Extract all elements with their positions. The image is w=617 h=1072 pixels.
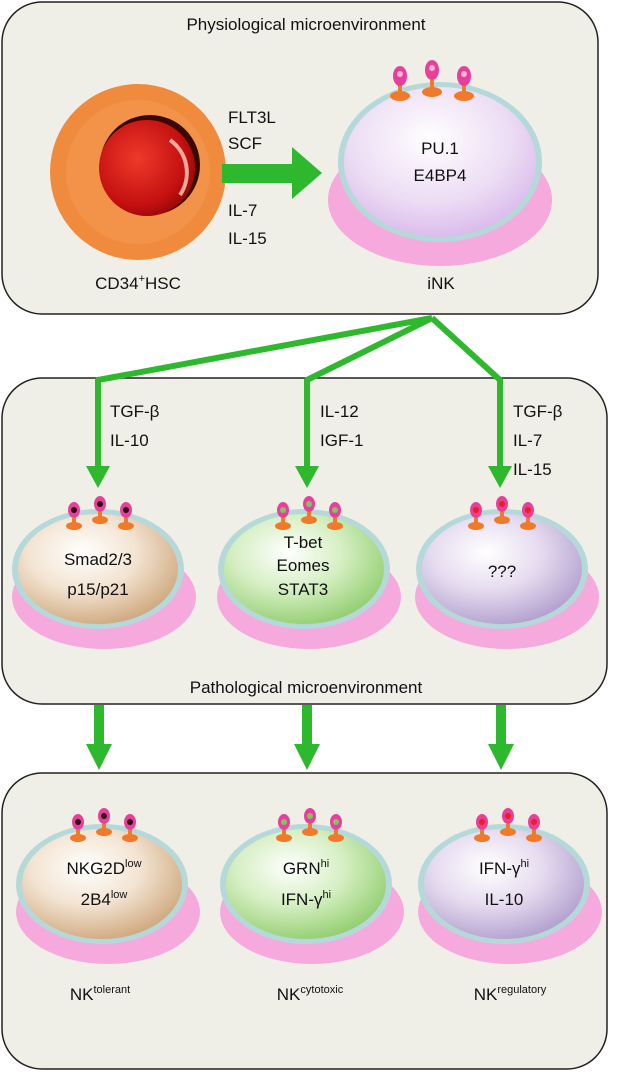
receptor-icon bbox=[474, 814, 490, 842]
tolerant-marker-2: 2B4low bbox=[81, 889, 128, 909]
receptor-icon bbox=[494, 496, 510, 524]
tan-cell-line-1: Smad2/3 bbox=[64, 550, 132, 569]
receptor-icon bbox=[276, 814, 292, 842]
receptor-icon bbox=[66, 502, 82, 530]
hsc-to-ink-arrow bbox=[222, 147, 322, 199]
green-cell-line-1: T-bet bbox=[284, 533, 323, 552]
receptor-cluster-5 bbox=[276, 808, 344, 842]
branch3-signal-1: TGF-β bbox=[513, 402, 563, 421]
receptor-icon bbox=[301, 496, 317, 524]
receptor-icon bbox=[118, 502, 134, 530]
intermediate-cell-green bbox=[217, 509, 401, 649]
pathological-title: Pathological microenvironment bbox=[190, 678, 423, 697]
branch3-signal-3: IL-15 bbox=[513, 460, 552, 479]
factor-flt3l: FLT3L bbox=[228, 108, 276, 127]
receptor-icon bbox=[328, 814, 344, 842]
receptor-icon bbox=[275, 502, 291, 530]
intermediate-cell-tan bbox=[12, 509, 196, 649]
nk-cytotoxic-label: NKcytotoxic bbox=[277, 984, 344, 1004]
receptor-cluster-6 bbox=[474, 808, 542, 842]
branch2-signal-1: IL-12 bbox=[320, 402, 359, 421]
intermediate-cell-purple bbox=[415, 509, 599, 649]
branch-arrowhead-1 bbox=[86, 466, 110, 488]
branch1-signal-1: TGF-β bbox=[110, 402, 160, 421]
green-cell-line-3: STAT3 bbox=[278, 580, 328, 599]
ink-factor-pu1: PU.1 bbox=[421, 139, 459, 158]
receptor-icon bbox=[122, 814, 138, 842]
factor-il15: IL-15 bbox=[228, 229, 267, 248]
nk-regulatory-label: NKregulatory bbox=[474, 984, 547, 1004]
receptor-cluster-1 bbox=[66, 496, 134, 530]
branch-arrowhead-2 bbox=[295, 466, 319, 488]
green-cell-line-2: Eomes bbox=[277, 556, 330, 575]
regulatory-marker-2: IL-10 bbox=[485, 890, 524, 909]
receptor-icon bbox=[520, 502, 536, 530]
down-arrows bbox=[86, 705, 514, 770]
nk-tolerant-label: NKtolerant bbox=[70, 984, 130, 1004]
branch-arrows bbox=[95, 315, 503, 470]
branch2-signal-2: IGF-1 bbox=[320, 431, 363, 450]
tolerant-marker-1: NKG2Dlow bbox=[66, 858, 141, 878]
hsc-label: CD34+HSC bbox=[95, 273, 181, 293]
receptor-cluster-4 bbox=[70, 808, 138, 842]
receptor-icon bbox=[92, 496, 108, 524]
receptor-icon bbox=[500, 808, 516, 836]
receptor-cluster-2 bbox=[275, 496, 343, 530]
receptor-icon bbox=[454, 66, 474, 101]
tan-cell-line-2: p15/p21 bbox=[67, 580, 128, 599]
final-cell-tolerant bbox=[16, 824, 200, 964]
hsc-cell bbox=[50, 84, 226, 260]
purple-cell-line-1: ??? bbox=[488, 562, 516, 581]
ink-label: iNK bbox=[427, 274, 455, 293]
receptor-icon bbox=[390, 66, 410, 101]
receptor-icon bbox=[526, 814, 542, 842]
branch3-signal-2: IL-7 bbox=[513, 431, 542, 450]
factor-scf: SCF bbox=[228, 134, 262, 153]
receptor-icon bbox=[468, 502, 484, 530]
receptor-icon bbox=[70, 814, 86, 842]
cytotoxic-marker-1: GRNhi bbox=[283, 858, 329, 878]
receptor-icon bbox=[96, 808, 112, 836]
receptor-icon bbox=[422, 60, 442, 97]
receptor-icon bbox=[327, 502, 343, 530]
ink-factor-e4bp4: E4BP4 bbox=[414, 166, 467, 185]
factor-il7: IL-7 bbox=[228, 201, 257, 220]
final-cell-cytotoxic bbox=[220, 824, 404, 964]
receptor-cluster-3 bbox=[468, 496, 536, 530]
cytotoxic-marker-2: IFN-γhi bbox=[281, 889, 331, 909]
final-cell-regulatory bbox=[418, 824, 602, 964]
regulatory-marker-1: IFN-γhi bbox=[479, 858, 529, 878]
branch-arrowhead-3 bbox=[488, 466, 512, 488]
ink-cell bbox=[328, 60, 552, 266]
physiological-title: Physiological microenvironment bbox=[186, 15, 425, 34]
branch1-signal-2: IL-10 bbox=[110, 431, 149, 450]
receptor-icon bbox=[302, 808, 318, 836]
